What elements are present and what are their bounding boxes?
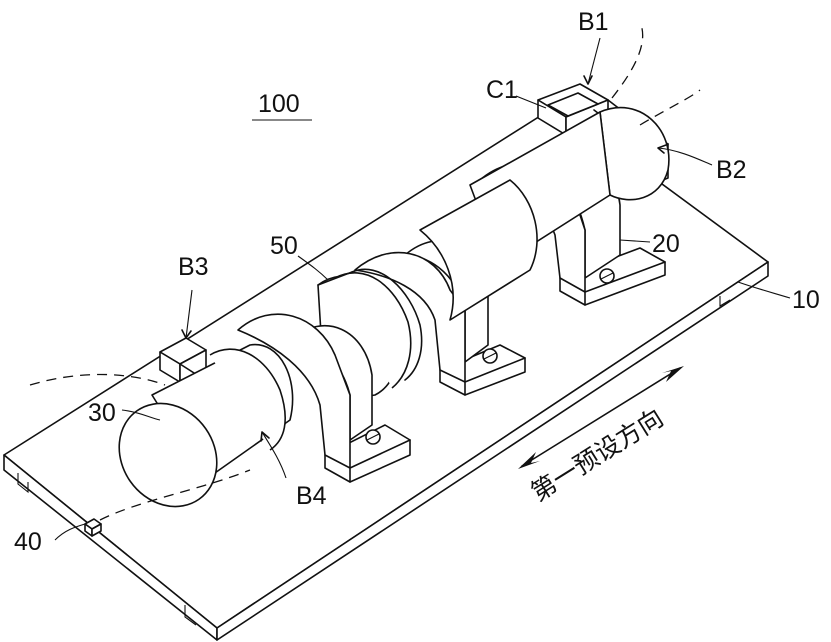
label-part-50: 50 <box>270 232 298 260</box>
label-b4: B4 <box>296 482 327 510</box>
label-assembly-100: 100 <box>258 90 300 118</box>
label-b1: B1 <box>578 8 609 36</box>
label-part-30: 30 <box>88 399 116 427</box>
label-c1: C1 <box>486 76 518 104</box>
label-b2: B2 <box>716 156 747 184</box>
label-part-40: 40 <box>14 528 42 556</box>
label-part-10: 10 <box>792 286 820 314</box>
label-b3: B3 <box>178 253 209 281</box>
label-part-20: 20 <box>652 230 680 258</box>
